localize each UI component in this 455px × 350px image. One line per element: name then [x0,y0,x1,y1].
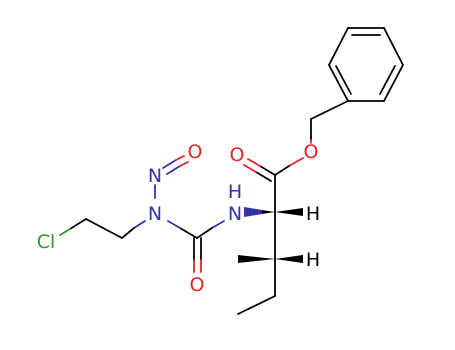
nh-c-bond-blue [211,220,225,229]
ring-inner-bond [379,65,396,95]
ring-bond [383,27,404,66]
atom-oxygen-nitroso: O [188,141,203,163]
carbonyl-bond-red-1 [247,158,261,167]
n-o-bond-blue-2 [166,165,181,175]
atom-oxygen-ester: O [304,141,319,163]
ring-inner-bond [335,65,352,95]
alpha-h-wedge [275,208,303,216]
n-ch2-bond-black [121,227,135,239]
atom-oxygen-urea: O [190,274,205,296]
beta-h-wedge [275,255,303,263]
ch2-ch2-bond [85,218,123,239]
benzene-ring [328,27,404,102]
benzyl-bond [310,100,349,120]
ch2-ch3-bond [237,295,276,315]
c-n-bond-black [179,227,198,239]
beta-methyl-wedge [238,255,275,263]
atom-nitrogen-urea: N [148,203,162,225]
o-c-bond-red [288,157,304,167]
ch2-cl-bond-green [59,228,71,236]
atom-hydrogen-alpha: H [306,203,320,225]
n-o-bond-red-2 [179,161,189,167]
atom-hydrogen-beta: H [306,249,320,271]
c-n-bond-blue [167,220,181,229]
ring-bond [328,27,349,66]
carbonyl-bond-black-1 [259,165,276,176]
ring-bond [383,64,404,102]
ring-bond [328,64,349,102]
carbonyl-bond-black-2 [255,171,272,182]
n-o-bond-red-1 [175,155,185,161]
alpha-n-wedge-blue [244,207,262,217]
n-ch2-bond-blue [133,220,146,229]
carbonyl-bond-red-2 [243,164,257,173]
atom-oxygen-carbonyl: O [230,144,245,166]
nh-c-bond-black [196,227,213,239]
atom-hydrogen-amide: H [228,181,242,203]
atom-chlorine: Cl [37,231,56,253]
n-o-bond-blue-1 [162,159,177,169]
atom-nitrogen-amide: N [228,203,242,225]
o-c-bond-black [274,165,290,176]
atom-nitrogen-nitroso: N [148,165,162,187]
ch2-cl-bond-black [69,218,87,230]
